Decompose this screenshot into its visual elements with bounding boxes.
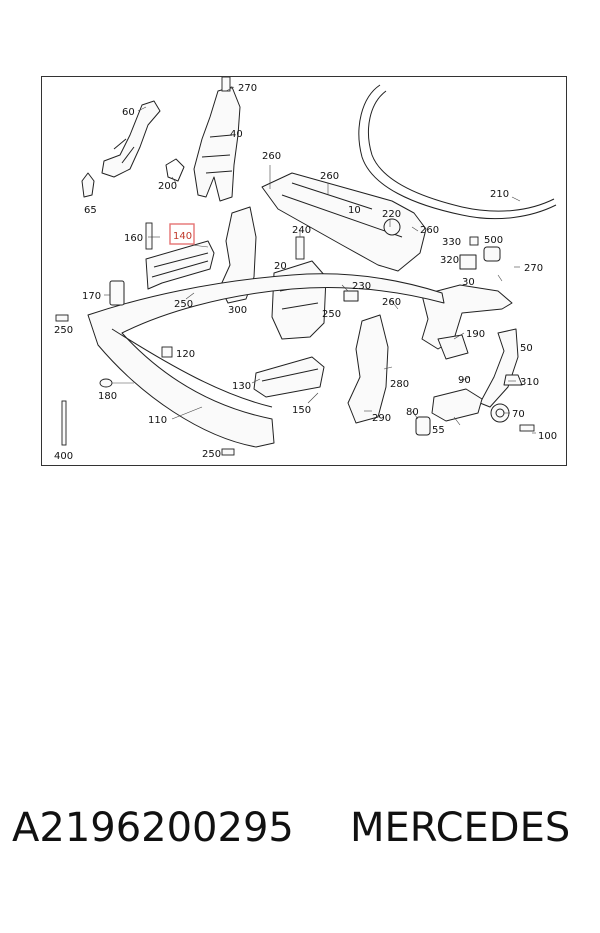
callout-260: 260 [420,225,439,236]
part-55-link [431,388,483,422]
part-320-sensor [459,254,477,270]
diagram-drawing: 270 40 60 260 260 200 65 10 210 220 260 … [54,77,557,462]
part-330-clip [469,236,479,246]
callout-250: 250 [174,299,193,310]
callout-130: 130 [232,381,251,392]
callout-140-highlighted: 140 [173,231,192,242]
callout-labels: 270 40 60 260 260 200 65 10 210 220 260 … [54,83,557,462]
part-290-support [347,314,389,424]
part-60-detail [113,138,135,164]
part-130-bracket [253,356,325,398]
part-110-lower-beam [87,273,445,448]
callout-330: 330 [442,237,461,248]
part-number: A2196200295 [12,805,294,851]
callout-190: 190 [466,329,485,340]
callout-20: 20 [274,261,287,272]
part-500-bushing [483,246,501,262]
callout-290: 290 [372,413,391,424]
callout-10: 10 [348,205,361,216]
part-250-bolt-lower [221,448,235,456]
leader-lines [104,86,536,434]
part-100-bolt [519,424,535,432]
callout-90: 90 [458,375,471,386]
highlight-box-140 [169,223,195,245]
callout-270: 270 [524,263,543,274]
part-160-bolt [145,222,153,250]
callout-310: 310 [520,377,539,388]
callout-40: 40 [230,129,243,140]
callout-30: 30 [462,277,475,288]
callout-500: 500 [484,235,503,246]
part-210-hose [358,84,557,220]
callout-50: 50 [520,343,533,354]
part-50-arm [479,328,519,408]
callout-400: 400 [54,451,73,462]
part-250-bolt-left [55,314,69,322]
callout-80: 80 [406,407,419,418]
callout-250: 250 [54,325,73,336]
exploded-parts-diagram: 270 40 60 260 260 200 65 10 210 220 260 … [41,76,567,466]
part-130-detail [261,368,319,382]
callout-180: 180 [98,391,117,402]
part-270-top-bolt [221,77,231,92]
callout-260: 260 [262,151,281,162]
part-110-detail [111,328,273,408]
part-240-bolt [295,236,305,260]
callout-200: 200 [158,181,177,192]
part-310-cap [503,374,523,386]
callout-280: 280 [390,379,409,390]
callout-160: 160 [124,233,143,244]
callout-260: 260 [320,171,339,182]
callout-300: 300 [228,305,247,316]
part-170-bushing [109,280,125,306]
part-60-bracket [101,100,161,178]
callout-60: 60 [122,107,135,118]
part-40-detail [201,134,233,174]
part-10-cross-member [261,172,427,272]
part-180-washer [99,378,113,388]
callout-170: 170 [82,291,101,302]
part-220-grommet [383,218,401,236]
part-20-mount [271,260,327,340]
part-140-detail [151,252,209,278]
brand-name: MERCEDES [350,805,571,851]
callout-240: 240 [292,225,311,236]
callout-210: 210 [490,189,509,200]
part-65-clip [81,172,95,198]
part-230-clip [343,290,359,302]
callout-70: 70 [512,409,525,420]
callout-150: 150 [292,405,311,416]
part-80-bushing [415,416,431,436]
callout-120: 120 [176,349,195,360]
part-140-bracket [145,240,215,290]
callout-260: 260 [382,297,401,308]
part-10-detail [281,182,403,238]
caption: A2196200295 MERCEDES [0,795,600,875]
callout-100: 100 [538,431,557,442]
part-30-mount [421,284,513,350]
part-120-nut [161,346,173,358]
callout-110: 110 [148,415,167,426]
callout-250: 250 [202,449,221,460]
callout-65: 65 [84,205,97,216]
part-200-clip [165,158,185,182]
callout-230: 230 [352,281,371,292]
part-400-long-bolt [61,400,67,446]
callout-270: 270 [238,83,257,94]
part-190-block [437,334,469,360]
callout-220: 220 [382,209,401,220]
callout-320: 320 [440,255,459,266]
callout-55: 55 [432,425,445,436]
callout-250: 250 [322,309,341,320]
part-40-support [193,86,241,202]
